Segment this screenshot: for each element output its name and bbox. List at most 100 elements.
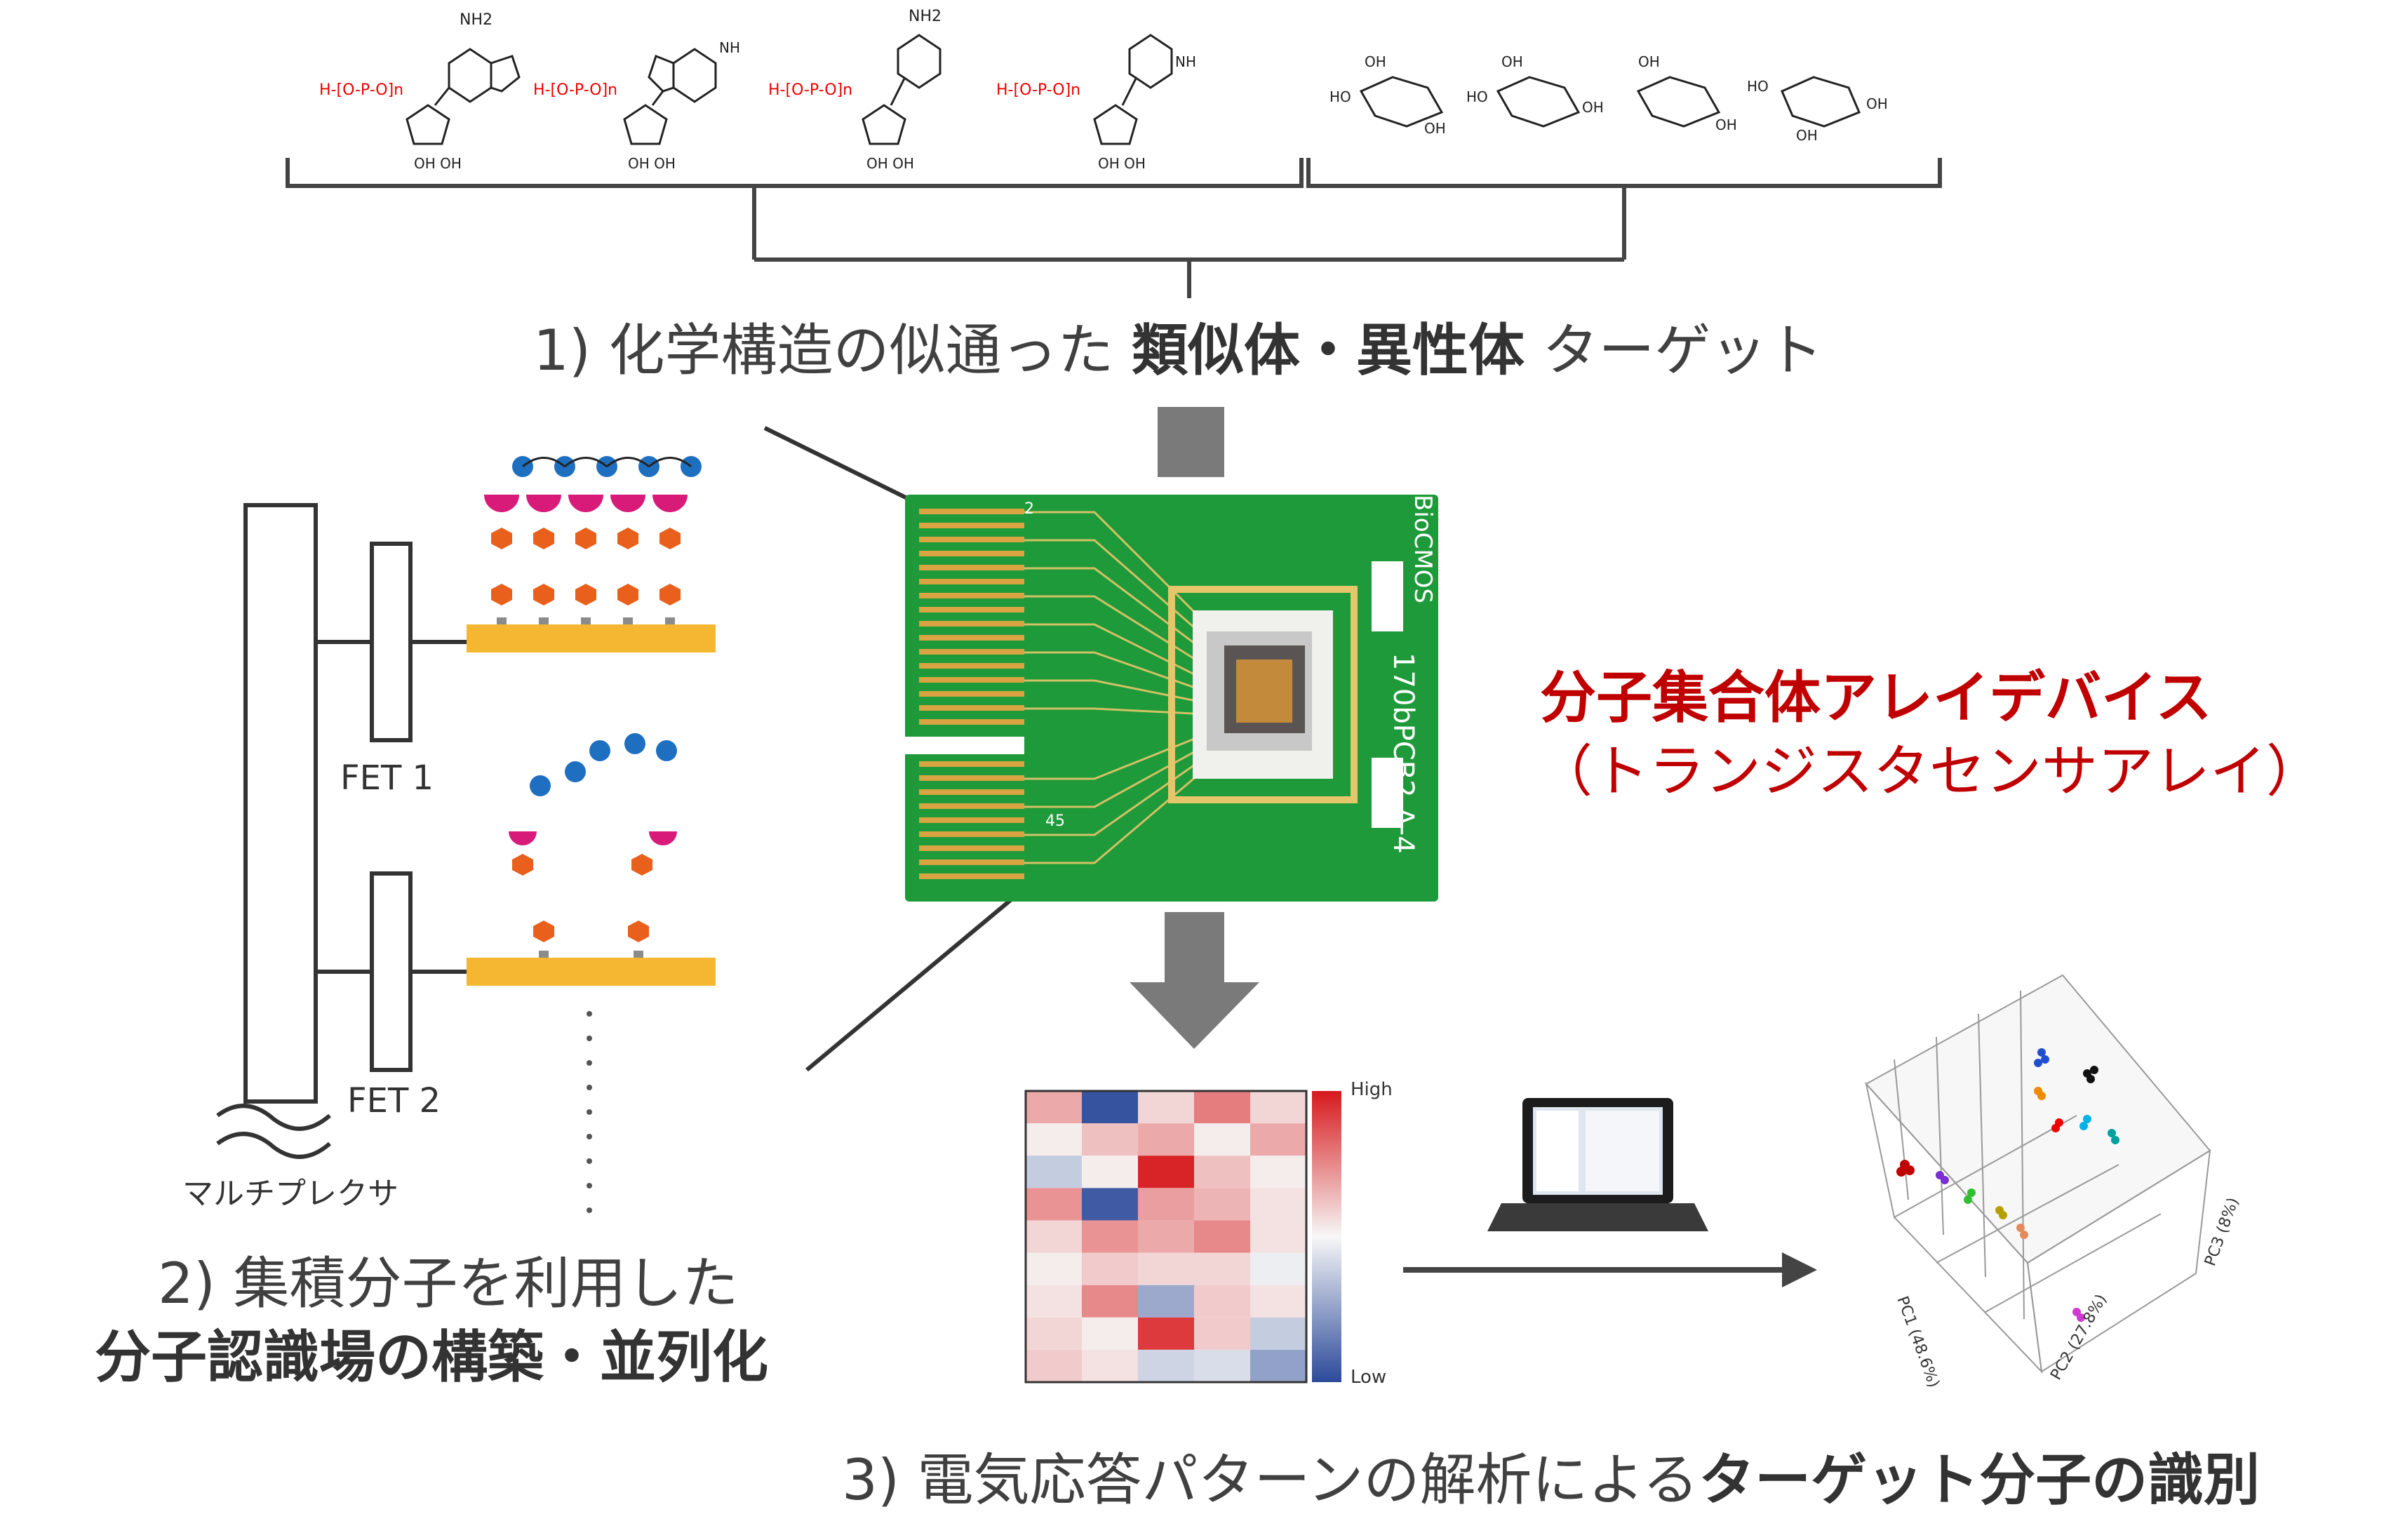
svg-text:OH OH: OH OH [1098,155,1146,172]
molecular-assembly-sparse [467,733,716,1213]
heatmap-cell [1082,1252,1138,1285]
heatmap-cell [1194,1349,1250,1382]
svg-text:OH: OH [1501,53,1523,70]
heatmap-cell [1026,1091,1082,1124]
sensor-chip-board [905,495,1438,902]
heatmap-cell [1082,1349,1138,1382]
nucleotide-adenine: H-[O-P-O]n NH2 OH OH [319,11,521,172]
molecular-assembly-dense [467,456,716,652]
chip-pin-top: 2 [1024,500,1034,518]
svg-text:OH OH: OH OH [628,155,676,172]
chip-id: 170bPCB2-A-4 [1387,652,1419,854]
heatmap-cell [1250,1091,1306,1124]
svg-text:OH: OH [1424,120,1446,137]
heatmap-cell [1026,1123,1082,1156]
heatmap-cell [1138,1220,1194,1253]
svg-text:H-[O-P-O]n: H-[O-P-O]n [533,81,617,99]
svg-text:HO: HO [1466,88,1488,105]
heatmap-legend-bar [1312,1091,1341,1382]
svg-text:OH: OH [1715,116,1737,133]
step2-line2: 分子認識場の構築・並列化 [95,1325,768,1390]
fet2-label: FET 2 [347,1081,441,1120]
sugar-mannose: OH OH [1636,53,1737,133]
heatmap-legend-low: Low [1351,1367,1387,1388]
nucleotide-guanine: H-[O-P-O]n NH OH OH [533,39,740,172]
fet1-box [370,542,413,742]
heatmap-legend-high: High [1351,1079,1393,1100]
sugar-fructose: HO OH OH [1747,76,1888,144]
gold-pins [919,509,1024,879]
laptop-icon [1487,1098,1708,1231]
heatmap-cell [1026,1317,1082,1350]
heatmap-cell [1250,1317,1306,1350]
svg-text:OH: OH [1638,53,1660,70]
heatmap-cell [1082,1188,1138,1221]
svg-text:NH2: NH2 [909,8,942,25]
heatmap-cell [1194,1091,1250,1124]
heatmap-cell [1250,1156,1306,1189]
svg-text:HO: HO [1747,78,1769,95]
svg-text:HO: HO [1329,88,1351,105]
heatmap-cell [1194,1220,1250,1253]
heatmap-cell [1138,1188,1194,1221]
fet2-box [370,871,413,1072]
step3-bold: ターゲット分子の識別 [1699,1447,2260,1513]
heatmap-cell [1250,1349,1306,1382]
heatmap-cell [1138,1123,1194,1156]
heatmap-cell [1250,1285,1306,1318]
heatmap-cell [1194,1285,1250,1318]
nucleotide-uracil: H-[O-P-O]n NH OH OH [996,34,1196,172]
bracket-group [286,158,1942,298]
heatmap-cell [1250,1188,1306,1221]
svg-text:H-[O-P-O]n: H-[O-P-O]n [768,81,852,99]
svg-text:H-[O-P-O]n: H-[O-P-O]n [996,81,1080,99]
heatmap-cell [1082,1317,1138,1350]
heatmap-cell [1194,1188,1250,1221]
step2-line1: 2) 集積分子を利用した [158,1251,739,1316]
heatmap-cell [1026,1220,1082,1253]
heatmap-cell [1026,1252,1082,1285]
heatmap [1026,1091,1306,1382]
svg-text:OH: OH [1796,127,1818,144]
chip-pin-bottom: 45 [1045,812,1065,830]
heatmap-cell [1194,1317,1250,1350]
nucleotide-cytosine: H-[O-P-O]n NH2 OH OH [768,8,942,172]
heatmap-cell [1082,1156,1138,1189]
heatmap-cell [1250,1252,1306,1285]
heatmap-cell [1138,1091,1194,1124]
heatmap-cell [1138,1349,1194,1382]
multiplexer-label: マルチプレクサ [182,1176,398,1212]
svg-text:NH2: NH2 [460,11,493,29]
step1-heading: 1) 化学構造の似通った 類似体・異性体 ターゲット [533,323,1823,379]
sugar-galactose: HO OH OH [1466,53,1604,128]
svg-text:OH OH: OH OH [414,155,462,172]
chip-label: BioCMOS [1409,495,1437,603]
pca-3d-plot [1865,974,2211,1374]
device-subtitle: （トランジスタセンサアレイ） [1536,739,2322,804]
device-title: 分子集合体アレイデバイス [1540,665,2212,730]
svg-text:OH: OH [1582,99,1604,116]
nucleotide-structures: H-[O-P-O]n NH2 OH OH H-[O-P-O]n NH OH OH… [319,8,1196,172]
svg-text:NH: NH [1175,53,1196,70]
multiplexer-schematic [216,503,467,1159]
heatmap-cell [1194,1123,1250,1156]
heatmap-cell [1250,1220,1306,1253]
heatmap-cell [1138,1252,1194,1285]
heatmap-cell [1026,1349,1082,1382]
arrow-down-2 [1130,912,1259,1049]
sugar-glucose: HO OH OH [1329,53,1446,137]
svg-text:NH: NH [719,39,740,56]
step3-prefix: 3) 電気応答パターンの解析による [842,1447,1699,1513]
heatmap-cell [1138,1285,1194,1318]
step1-suffix: ターゲット [1524,318,1823,383]
pca-clusters [1896,1048,2119,1322]
heatmap-cell [1026,1285,1082,1318]
heatmap-cell [1082,1091,1138,1124]
svg-text:OH: OH [1866,95,1888,112]
heatmap-frame [1024,1090,1308,1384]
step1-prefix: 1) 化学構造の似通った [533,318,1132,383]
heatmap-cell [1082,1220,1138,1253]
step3-heading: 3) 電気応答パターンの解析によるターゲット分子の識別 [842,1452,2260,1508]
arrow-down-1 [1158,407,1224,477]
